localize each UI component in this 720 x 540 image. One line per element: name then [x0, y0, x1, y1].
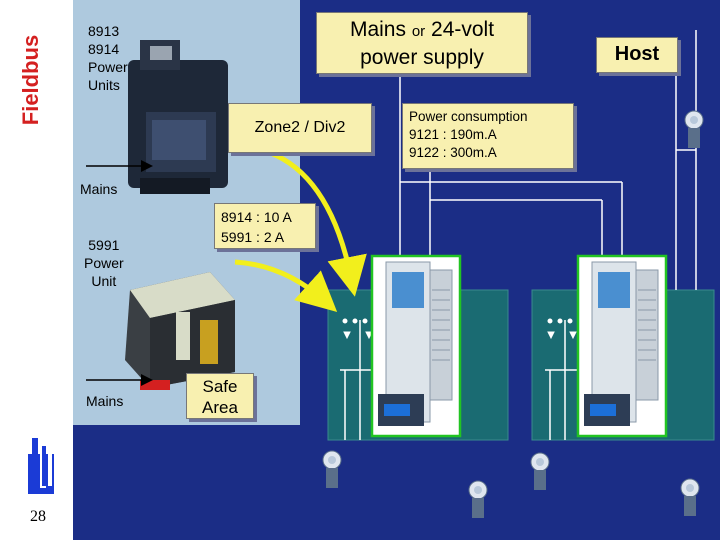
current-8914: 8914 : 10 A	[221, 209, 292, 225]
label-power-unit-5991: 5991 Power Unit	[84, 237, 124, 289]
label-power-units-8913: 8913 8914 Power Units	[88, 23, 128, 93]
trunk-lines	[340, 30, 697, 440]
power-9121: 9121 : 190m.A	[409, 127, 497, 142]
power-module-right	[576, 254, 668, 438]
arrow-zone-to-module	[261, 147, 367, 297]
callout-mains-or-24v: Mains or 24-volt power supply	[316, 12, 528, 74]
power-supply-text: power supply	[360, 46, 484, 69]
power-unit-5991-icon	[125, 272, 235, 390]
power-unit-8913-icon	[128, 40, 228, 194]
power-module-left	[370, 254, 462, 438]
label-mains-bottom: Mains	[86, 393, 124, 409]
power-9122: 9122 : 300m.A	[409, 145, 497, 160]
mains-text: Mains	[349, 18, 406, 41]
callout-host: Host	[596, 37, 678, 73]
company-logo-icon	[28, 438, 54, 494]
or-text: or	[411, 23, 426, 40]
area-text: Area	[202, 398, 238, 417]
field-device-icons	[322, 110, 704, 518]
arrow-current-to-module	[234, 259, 338, 313]
callout-power-consumption: Power consumption 9121 : 190m.A 9122 : 3…	[402, 103, 574, 169]
24volt-text: 24-volt	[431, 18, 495, 41]
page-number: 28	[30, 508, 46, 525]
label-mains-top: Mains	[80, 181, 118, 197]
current-5991: 5991 : 2 A	[221, 229, 285, 245]
callout-zone: Zone2 / Div2	[228, 103, 372, 153]
diode-icons	[342, 318, 577, 340]
power-consumption-title: Power consumption	[409, 109, 528, 124]
callout-safe-area: Safe Area	[186, 373, 254, 419]
callout-current: 8914 : 10 A 5991 : 2 A	[214, 203, 316, 249]
safe-text: Safe	[202, 377, 238, 396]
